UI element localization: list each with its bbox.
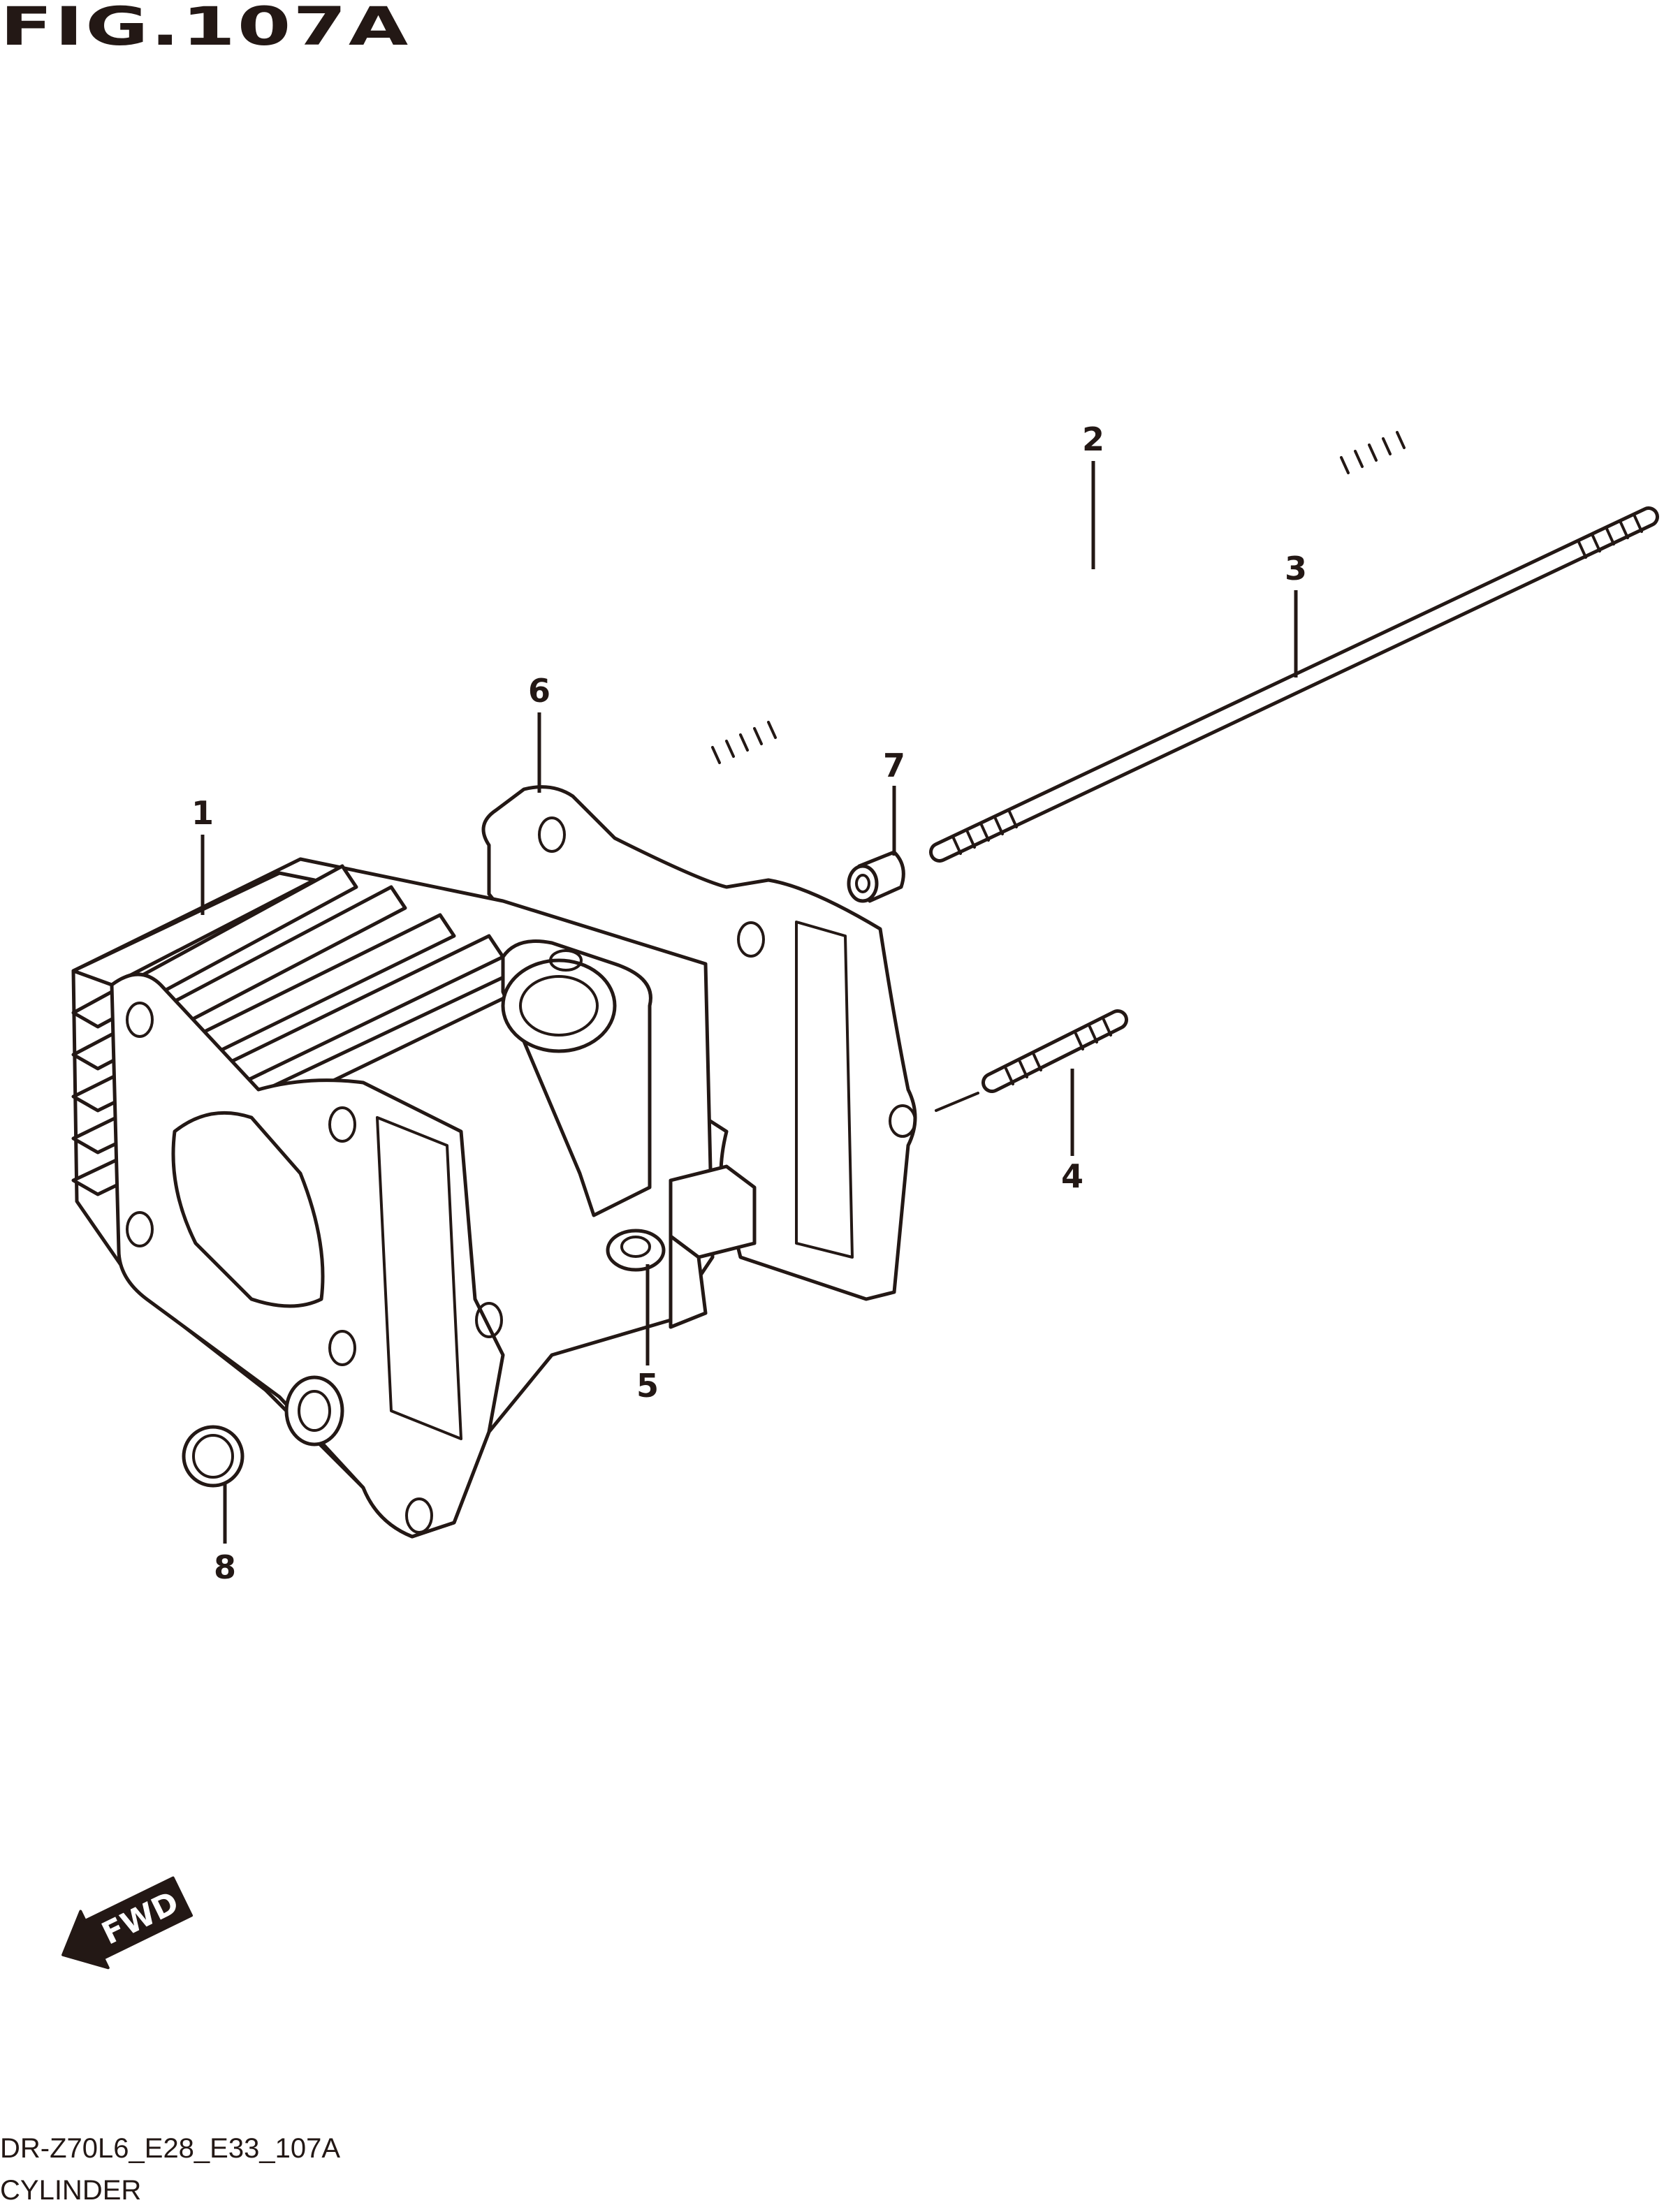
- bolt-hole-icon: [328, 1330, 356, 1366]
- callout-8: 8: [214, 1548, 236, 1586]
- washer-5[interactable]: [606, 1229, 666, 1272]
- bolt-hole-icon: [475, 1302, 503, 1338]
- bolt-hole-icon: [328, 1106, 356, 1143]
- callout-4: 4: [1061, 1157, 1083, 1195]
- figure-title: FIG.107A: [0, 0, 411, 57]
- bolt-hole-icon: [405, 1497, 433, 1534]
- oil-passage-icon: [284, 1375, 344, 1446]
- cylinder-block-1[interactable]: [71, 857, 757, 1539]
- figure-name: CYLINDER: [0, 2175, 142, 2206]
- callout-2: 2: [1082, 420, 1104, 458]
- gasket-hole-icon: [889, 1104, 917, 1138]
- callout-6: 6: [528, 672, 550, 710]
- fwd-arrow-icon: FWD: [61, 1876, 194, 1970]
- stud-bolt-long-3[interactable]: [929, 506, 1659, 863]
- callout-7: 7: [883, 747, 905, 784]
- callout-1: 1: [191, 794, 214, 832]
- callout-3: 3: [1285, 550, 1307, 587]
- callout-5: 5: [636, 1367, 659, 1405]
- stud-bolt-short-4[interactable]: [981, 1009, 1128, 1093]
- o-ring-8[interactable]: [182, 1425, 245, 1488]
- bolt-hole-icon: [126, 1211, 154, 1247]
- bolt-hole-icon: [549, 949, 583, 972]
- dowel-pin-7[interactable]: [847, 850, 905, 903]
- gasket-hole-icon: [737, 921, 765, 958]
- stud-bolt-long-2[interactable]: [692, 426, 1418, 768]
- bolt-hole-icon: [126, 1002, 154, 1038]
- figure-code: DR-Z70L6_E28_E33_107A: [0, 2133, 341, 2164]
- gasket-hole-icon: [538, 816, 566, 853]
